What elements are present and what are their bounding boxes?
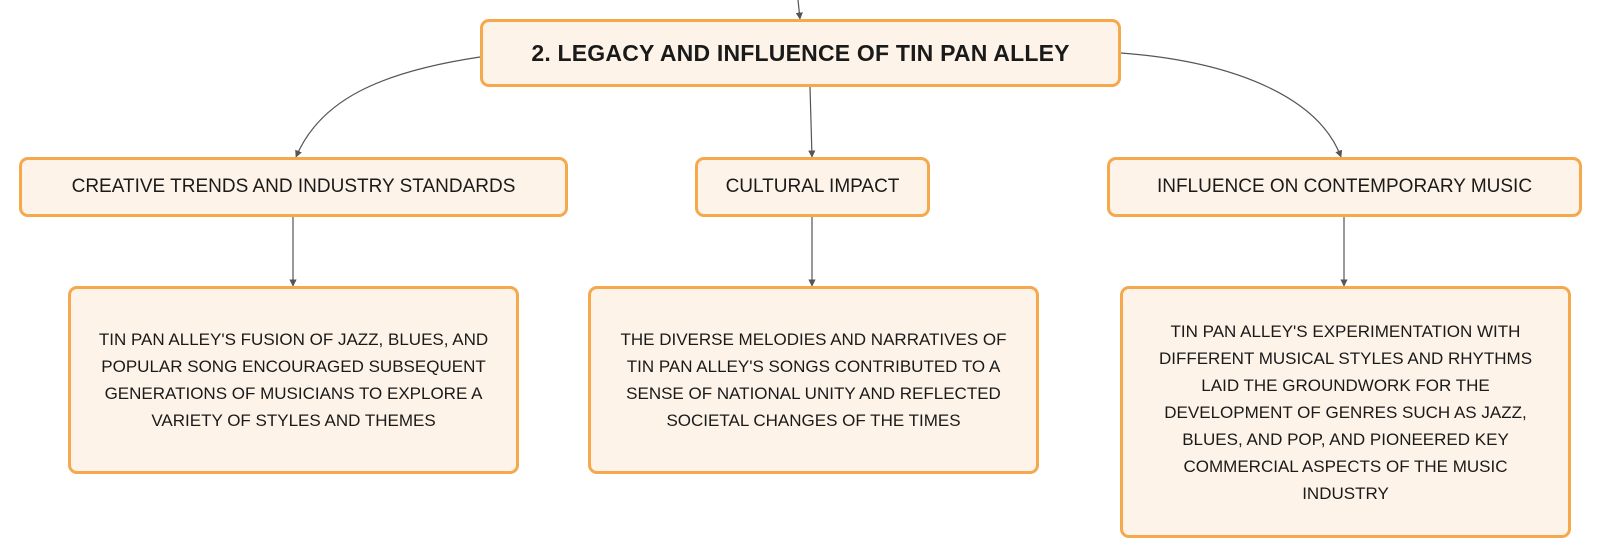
detail-node-contemporary-music[interactable]: TIN PAN ALLEY'S EXPERIMENTATION WITH DIF…	[1120, 286, 1571, 538]
connector-root-to-branch-3	[1120, 52, 1343, 158]
connector-root-to-branch-2	[808, 86, 816, 158]
detail-node-cultural-impact[interactable]: THE DIVERSE MELODIES AND NARRATIVES OF T…	[588, 286, 1039, 474]
branch-node-contemporary-music[interactable]: INFLUENCE ON CONTEMPORARY MUSIC	[1107, 157, 1582, 217]
root-topic-label: 2. LEGACY AND INFLUENCE OF TIN PAN ALLEY	[531, 39, 1070, 66]
branch-label: CULTURAL IMPACT	[725, 176, 900, 197]
detail-text: TIN PAN ALLEY'S EXPERIMENTATION WITH DIF…	[1158, 321, 1533, 503]
connector-root-to-branch-1	[295, 56, 481, 158]
branch-node-cultural-impact[interactable]: CULTURAL IMPACT	[695, 157, 930, 217]
detail-text: TIN PAN ALLEY'S FUSION OF JAZZ, BLUES, A…	[98, 330, 489, 430]
branch-label: CREATIVE TRENDS AND INDUSTRY STANDARDS	[71, 176, 516, 197]
detail-node-creative-trends[interactable]: TIN PAN ALLEY'S FUSION OF JAZZ, BLUES, A…	[68, 286, 519, 474]
branch-node-creative-trends[interactable]: CREATIVE TRENDS AND INDUSTRY STANDARDS	[19, 157, 568, 217]
branch-label: INFLUENCE ON CONTEMPORARY MUSIC	[1156, 176, 1533, 197]
root-topic-node[interactable]: 2. LEGACY AND INFLUENCE OF TIN PAN ALLEY	[480, 19, 1121, 87]
detail-text: THE DIVERSE MELODIES AND NARRATIVES OF T…	[620, 330, 1007, 430]
connector-parent-to-root	[795, 0, 803, 20]
